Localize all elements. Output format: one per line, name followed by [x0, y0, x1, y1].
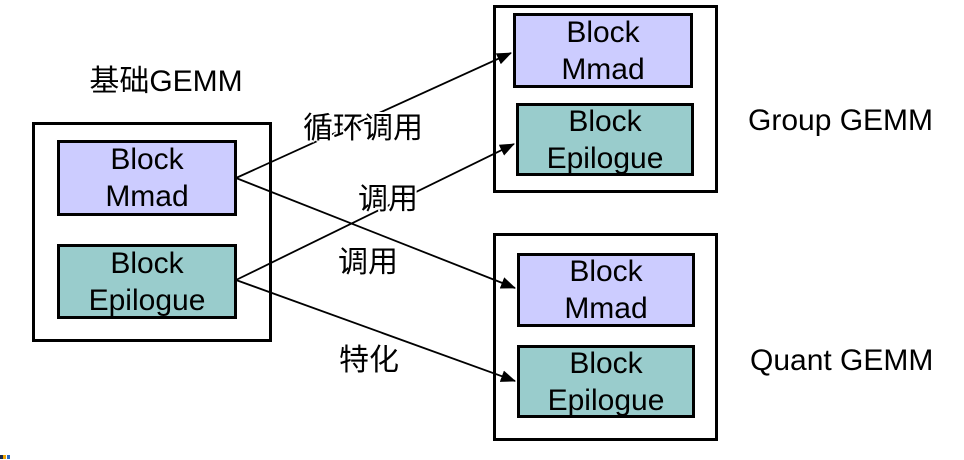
base-gemm-title: 基础GEMM [89, 65, 243, 98]
edge-label-loop-call: 循环调用 [303, 112, 423, 145]
arrow-base-mmad-to-quant-mmad [235, 177, 516, 289]
group-block-mmad-label-line1: Block [566, 15, 640, 49]
corner-artifact-pixel [0, 455, 3, 459]
quant-block-mmad-label-line1: Block [569, 255, 643, 288]
edge-label-specialize: 特化 [339, 344, 399, 377]
quant-block-epilogue-label-line2: Epilogue [547, 383, 665, 417]
base-block-epilogue-label-line2: Epilogue [88, 283, 206, 317]
group-block-mmad-label-line2: Mmad [561, 52, 645, 86]
group-block-epilogue: Block Epilogue [516, 103, 694, 176]
group-gemm-title: Group GEMM [748, 104, 934, 137]
corner-artifact [0, 455, 10, 459]
arrow-base-mmad-to-group-mmad [235, 52, 512, 179]
quant-gemm-title: Quant GEMM [750, 344, 934, 377]
base-block-mmad: Block Mmad [57, 140, 237, 216]
arrow-base-epilogue-to-group-epilogue [235, 143, 515, 281]
quant-block-epilogue: Block Epilogue [517, 345, 695, 418]
edge-label-call-group: 调用 [358, 183, 418, 216]
group-block-epilogue-label-line2: Epilogue [546, 141, 664, 175]
base-block-epilogue-label-line1: Block [110, 246, 184, 280]
group-block-mmad: Block Mmad [513, 13, 693, 88]
quant-block-mmad-label-line2: Mmad [564, 292, 648, 325]
base-block-epilogue: Block Epilogue [57, 244, 237, 319]
quant-block-epilogue-label-line1: Block [569, 346, 643, 380]
arrow-base-epilogue-to-quant-epilogue [235, 279, 516, 382]
corner-artifact-pixel [7, 455, 10, 459]
base-block-mmad-label-line1: Block [110, 143, 184, 176]
quant-block-mmad: Block Mmad [517, 253, 695, 327]
base-block-mmad-label-line2: Mmad [105, 180, 189, 213]
corner-artifact-pixel [3, 455, 6, 459]
group-block-epilogue-label-line1: Block [568, 104, 642, 138]
edge-label-call-quant: 调用 [338, 246, 398, 279]
